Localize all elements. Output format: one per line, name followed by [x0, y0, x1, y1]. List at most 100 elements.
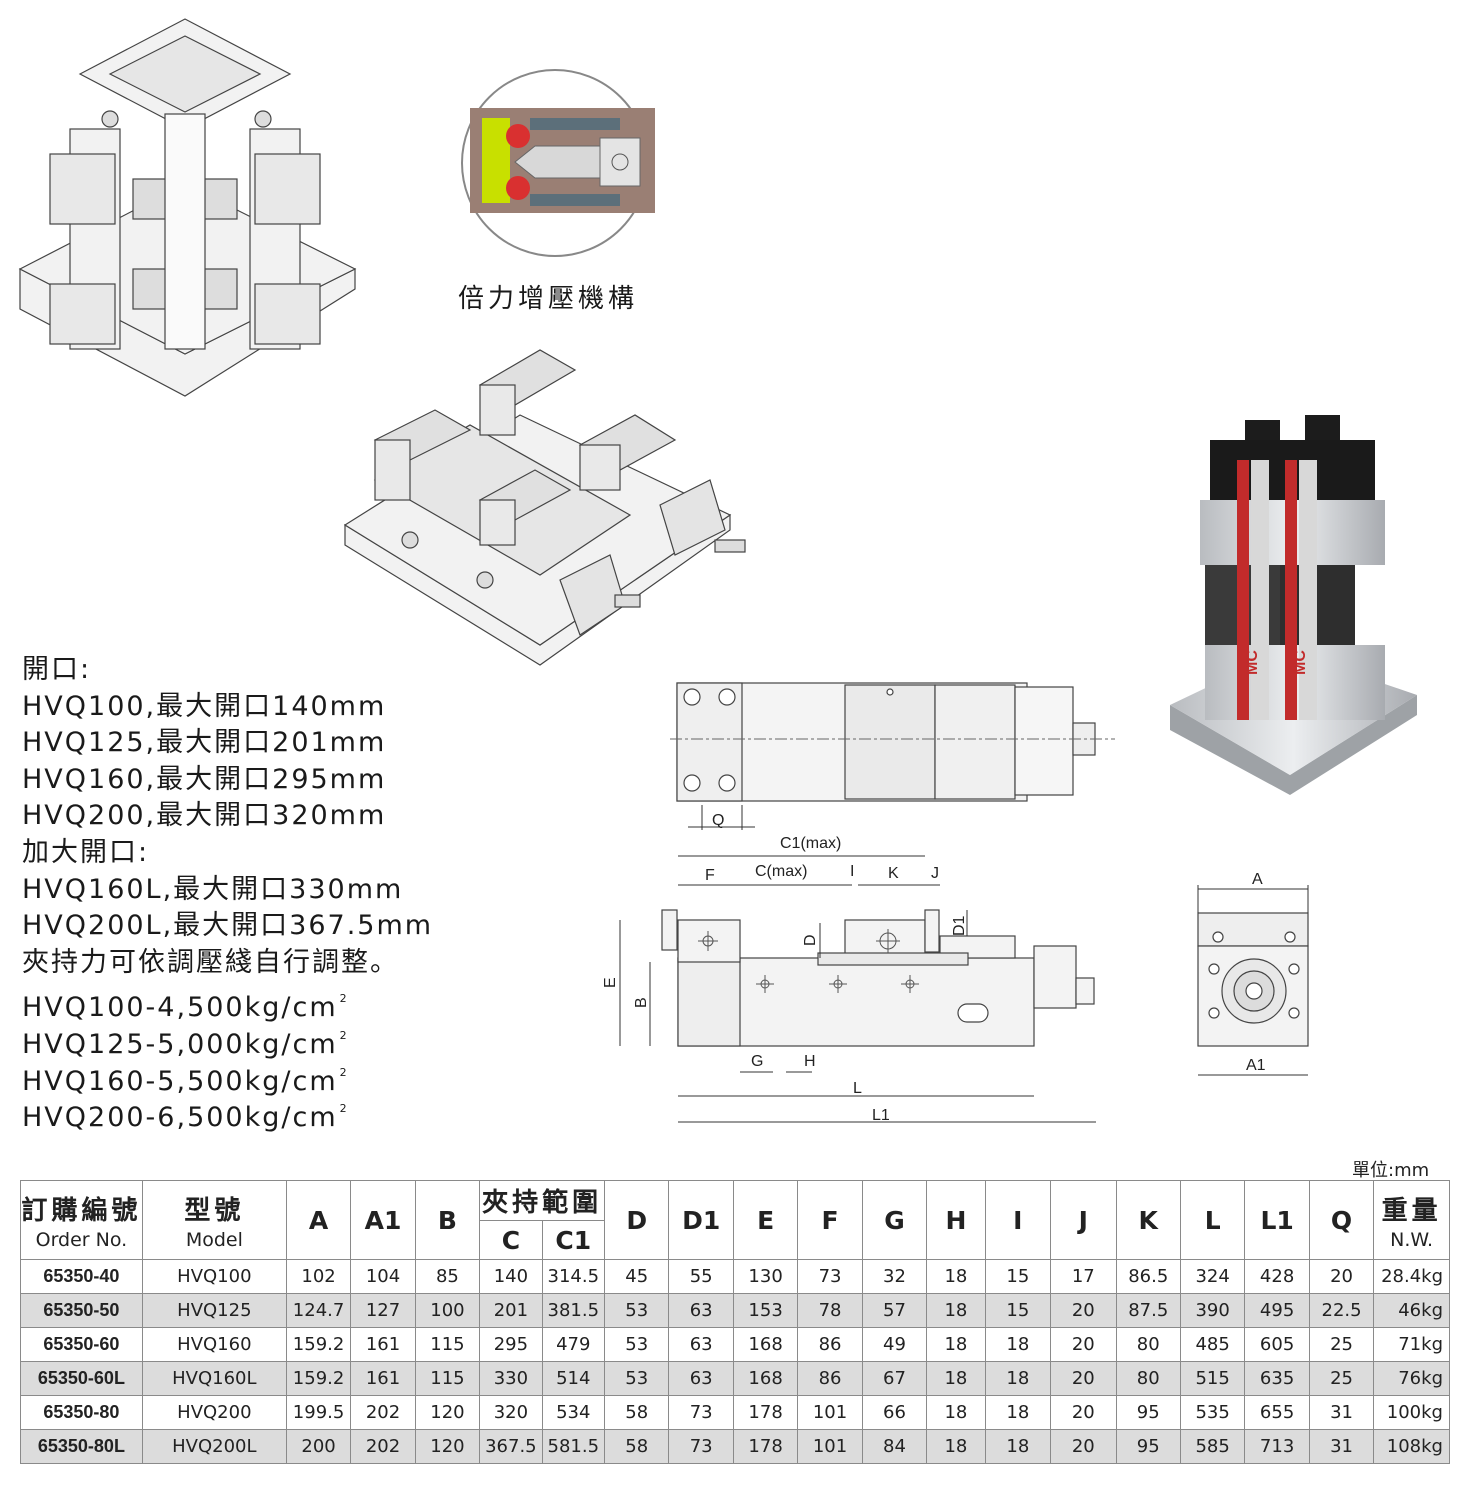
table-cell-nw: 28.4kg [1373, 1259, 1450, 1294]
dim-label-G: G [751, 1053, 763, 1070]
table-cell-k: 95 [1115, 1429, 1181, 1464]
table-cell-c: 295 [479, 1327, 543, 1362]
table-cell-g: 49 [861, 1327, 928, 1362]
table-cell-l1: 635 [1244, 1361, 1310, 1396]
table-cell-d: 45 [604, 1259, 670, 1294]
dim-label-D1: D1 [951, 915, 968, 936]
header-clamping-range: 夾持範圍 [479, 1180, 606, 1221]
table-cell-nw: 108kg [1373, 1429, 1450, 1464]
unit-label: 單位:mm [1352, 1160, 1430, 1181]
table-cell-c1: 479 [541, 1327, 606, 1362]
quad-vise-isometric-drawing [18, 18, 357, 397]
booster-mechanism-illustration [461, 69, 655, 257]
table-cell-k: 95 [1115, 1395, 1181, 1430]
table-cell-l: 535 [1179, 1395, 1246, 1430]
table-cell-f: 78 [797, 1293, 863, 1328]
table-cell-k: 80 [1115, 1361, 1181, 1396]
table-cell-c: 367.5 [479, 1429, 543, 1464]
table-cell-i: 18 [984, 1429, 1052, 1464]
table-cell-d1: 55 [668, 1259, 734, 1294]
table-cell-q: 20 [1308, 1259, 1375, 1294]
dim-label-C1max: C1(max) [780, 835, 841, 852]
table-cell-e: 178 [732, 1395, 799, 1430]
table-cell-f: 101 [797, 1429, 863, 1464]
header-B: B [414, 1180, 481, 1260]
table-cell-h: 18 [926, 1293, 986, 1328]
table-cell-g: 32 [861, 1259, 928, 1294]
table-cell-b: 120 [414, 1429, 481, 1464]
table-cell-e: 168 [732, 1361, 799, 1396]
header-Q: Q [1308, 1180, 1375, 1260]
header-J: J [1050, 1180, 1117, 1260]
header-A: A [285, 1180, 352, 1260]
table-cell-model: HVQ160 [141, 1327, 287, 1362]
table-cell-i: 18 [984, 1327, 1052, 1362]
table-cell-a1: 161 [350, 1361, 416, 1396]
table-cell-j: 20 [1050, 1395, 1117, 1430]
table-cell-nw: 100kg [1373, 1395, 1450, 1430]
table-cell-b: 115 [414, 1361, 481, 1396]
end-view-drawing: A A1 [1197, 871, 1309, 1076]
table-cell-c1: 381.5 [541, 1293, 606, 1328]
table-cell-q: 25 [1308, 1327, 1375, 1362]
table-cell-h: 18 [926, 1429, 986, 1464]
table-cell-q: 31 [1308, 1429, 1375, 1464]
table-cell-d1: 73 [668, 1429, 734, 1464]
table-cell-a1: 202 [350, 1395, 416, 1430]
table-cell-i: 18 [984, 1361, 1052, 1396]
table-cell-nw: 46kg [1373, 1293, 1450, 1328]
table-cell-c: 320 [479, 1395, 543, 1430]
table-cell-f: 73 [797, 1259, 863, 1294]
spec-line: HVQ160L,最大開口330mm [22, 873, 404, 905]
table-cell-order: 65350-60 [20, 1327, 143, 1362]
table-cell-l: 390 [1179, 1293, 1246, 1328]
table-cell-k: 80 [1115, 1327, 1181, 1362]
header-I: I [984, 1180, 1052, 1260]
dim-label-A: A [1252, 871, 1263, 888]
table-cell-e: 168 [732, 1327, 799, 1362]
table-cell-a1: 127 [350, 1293, 416, 1328]
table-cell-order: 65350-50 [20, 1293, 143, 1328]
header-L: L [1179, 1180, 1246, 1260]
table-cell-d: 53 [604, 1361, 670, 1396]
table-cell-l: 585 [1179, 1429, 1246, 1464]
table-cell-h: 18 [926, 1395, 986, 1430]
spec-line: HVQ125,最大開口201mm [22, 727, 387, 759]
table-cell-d: 58 [604, 1429, 670, 1464]
table-cell-a1: 104 [350, 1259, 416, 1294]
table-cell-c1: 581.5 [541, 1429, 606, 1464]
table-cell-d1: 63 [668, 1361, 734, 1396]
spec-line: 開口: [22, 654, 92, 685]
header-D: D [604, 1180, 670, 1260]
mechanism-caption: 倍力增壓機構 [458, 284, 639, 314]
table-cell-b: 120 [414, 1395, 481, 1430]
table-cell-l1: 605 [1244, 1327, 1310, 1362]
dim-label-A1: A1 [1246, 1057, 1266, 1074]
table-cell-a: 124.7 [285, 1293, 352, 1328]
dim-label-Cmax: C(max) [755, 863, 807, 880]
table-cell-e: 178 [732, 1429, 799, 1464]
spec-line: HVQ200L,最大開口367.5mm [22, 910, 434, 942]
dim-label-B: B [633, 997, 650, 1008]
table-cell-j: 20 [1050, 1361, 1117, 1396]
table-cell-a: 200 [285, 1429, 352, 1464]
table-cell-order: 65350-40 [20, 1259, 143, 1294]
table-cell-e: 130 [732, 1259, 799, 1294]
dim-label-E: E [602, 977, 619, 988]
header-L1: L1 [1244, 1180, 1310, 1260]
table-cell-j: 20 [1050, 1327, 1117, 1362]
table-cell-b: 100 [414, 1293, 481, 1328]
spec-line: HVQ160,最大開口295mm [22, 763, 387, 795]
header-F: F [797, 1180, 863, 1260]
header-G: G [861, 1180, 928, 1260]
table-cell-a: 159.2 [285, 1327, 352, 1362]
